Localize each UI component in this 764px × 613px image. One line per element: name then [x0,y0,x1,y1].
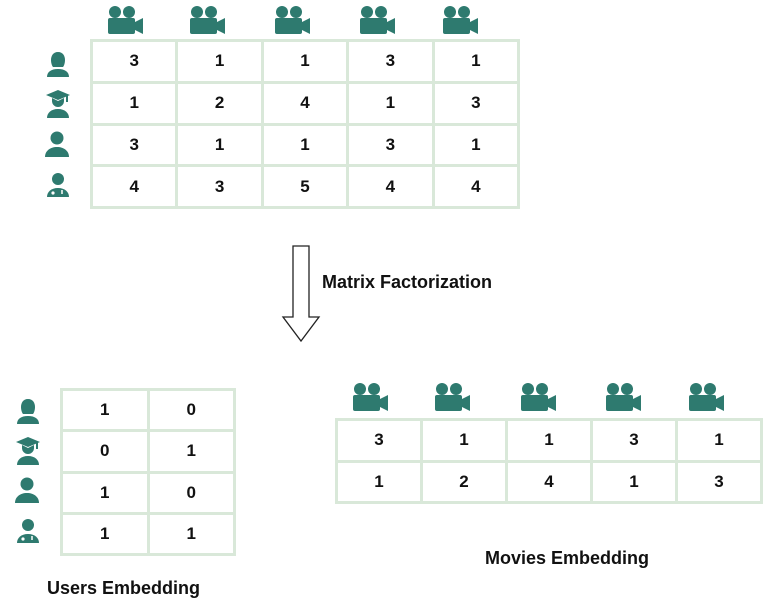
matrix-cell: 1 [263,42,347,81]
matrix-cell: 2 [423,462,505,501]
user-doctor-icon [15,518,41,544]
movie-camera-icon [272,4,312,36]
matrix-cell: 3 [434,83,517,123]
matrix-cell: 4 [93,167,176,206]
arrow-label: Matrix Factorization [322,272,493,292]
matrix-cell: 4 [263,83,347,123]
movie-camera-icon [432,381,472,413]
matrix-cell: 0 [149,473,233,512]
matrix-cell: 1 [149,514,233,553]
matrix-cell: 3 [678,462,760,501]
matrix-cell: 3 [349,42,432,81]
matrix-cell: 1 [178,125,261,165]
user-male-icon [13,476,41,504]
matrix-cell: 4 [434,167,517,206]
movies-embedding-matrix: 3 1 1 3 1 1 2 4 1 3 [335,418,763,504]
matrix-cell: 1 [349,83,432,123]
user-doctor-icon [45,172,71,198]
user-graduate-icon [45,89,71,119]
user-female-icon [15,397,41,425]
matrix-cell: 1 [93,83,176,123]
matrix-cell: 1 [434,125,517,165]
movie-camera-icon [603,381,643,413]
matrix-cell: 1 [434,42,517,81]
movie-camera-icon [350,381,390,413]
matrix-cell: 1 [678,421,760,460]
down-arrow-icon [281,245,321,343]
matrix-cell: 0 [63,432,147,471]
user-female-icon [45,50,71,78]
movie-camera-icon [357,4,397,36]
matrix-cell: 1 [63,473,147,512]
matrix-cell: 1 [508,421,590,460]
user-graduate-icon [15,436,41,466]
matrix-cell: 4 [508,462,590,501]
matrix-cell: 2 [178,83,261,123]
matrix-cell: 1 [149,432,233,471]
matrix-cell: 1 [178,42,261,81]
movie-camera-icon [105,4,145,36]
matrix-cell: 3 [349,125,432,165]
user-male-icon [43,130,71,158]
movies-embedding-title: Movies Embedding [485,548,650,568]
matrix-cell: 3 [178,167,261,206]
movie-camera-icon [187,4,227,36]
movie-camera-icon [440,4,480,36]
ratings-matrix: 3 1 1 3 1 1 2 4 1 3 3 1 1 3 1 4 3 5 4 4 [90,39,520,209]
matrix-cell: 1 [63,514,147,553]
matrix-cell: 1 [338,462,420,501]
matrix-cell: 1 [593,462,675,501]
matrix-cell: 5 [263,167,347,206]
matrix-cell: 1 [423,421,505,460]
matrix-cell: 4 [349,167,432,206]
matrix-cell: 3 [93,125,176,165]
matrix-cell: 1 [263,125,347,165]
matrix-cell: 0 [149,391,233,430]
matrix-cell: 1 [63,391,147,430]
movie-camera-icon [686,381,726,413]
movie-camera-icon [518,381,558,413]
matrix-cell: 3 [338,421,420,460]
users-embedding-title: Users Embedding [47,578,201,598]
users-embedding-matrix: 1 0 0 1 1 0 1 1 [60,388,236,556]
matrix-cell: 3 [93,42,176,81]
matrix-cell: 3 [593,421,675,460]
